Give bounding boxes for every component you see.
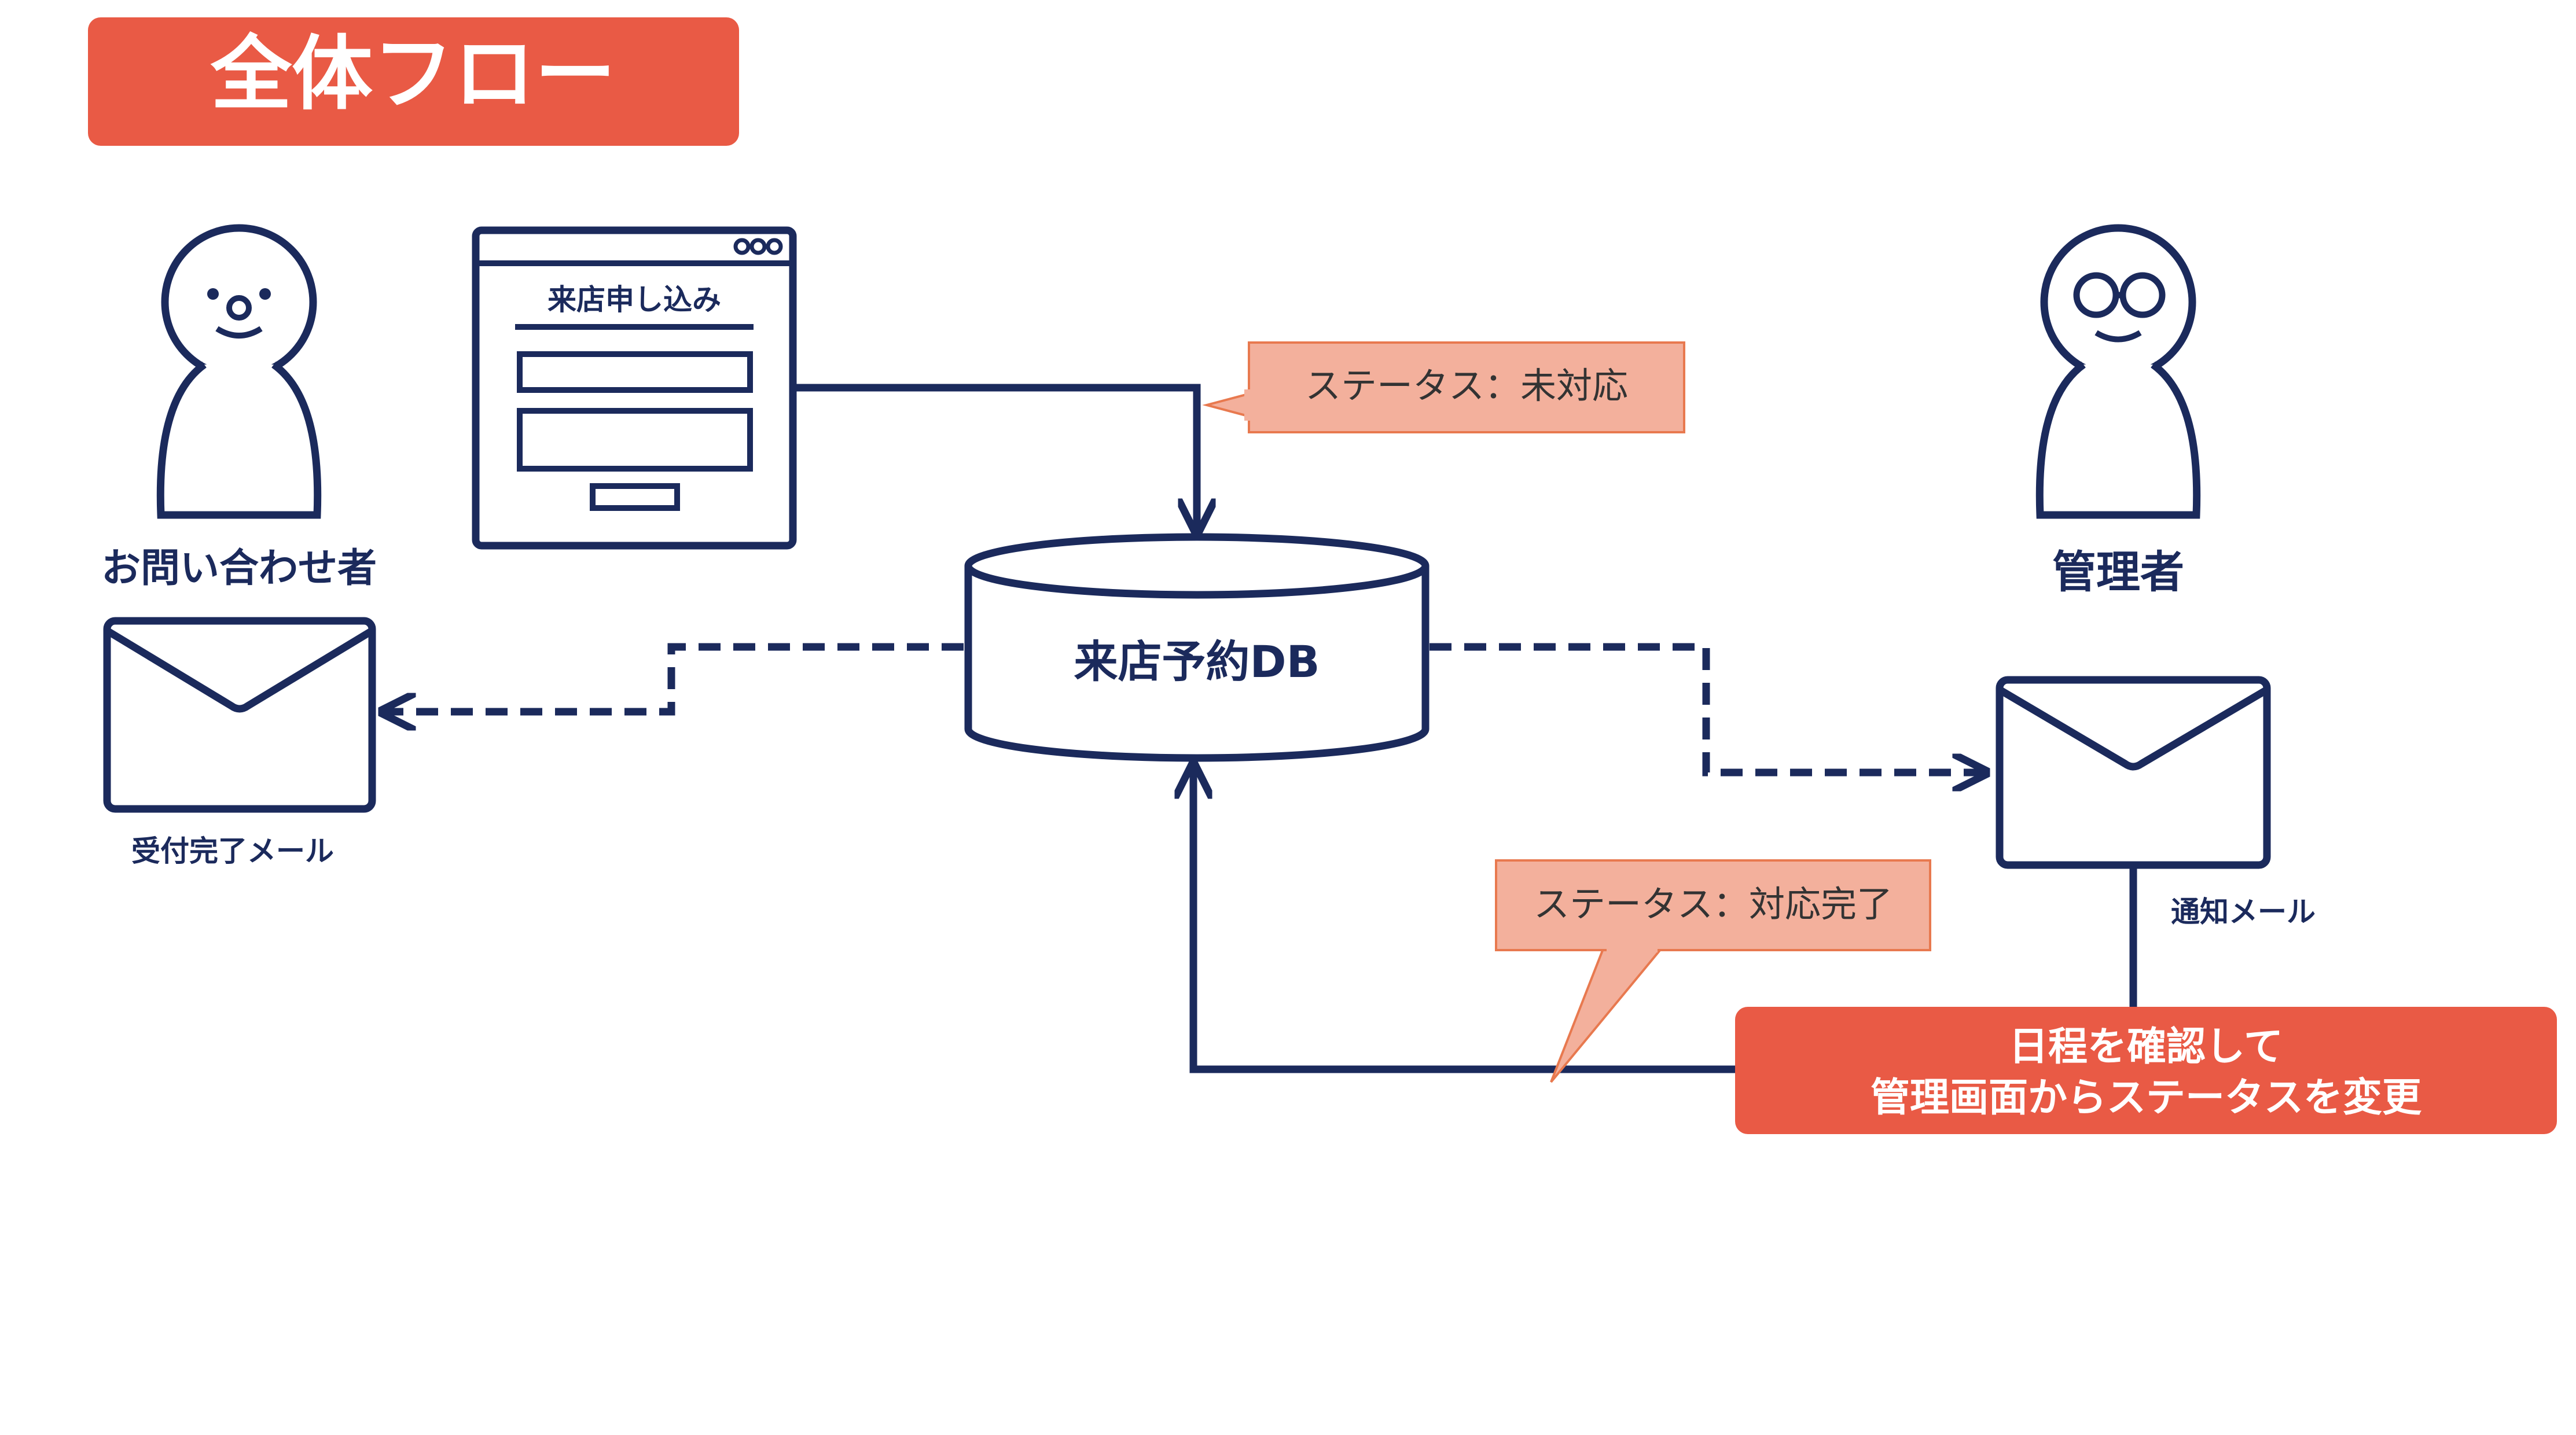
notice-mail-icon — [1996, 676, 2271, 869]
admin-label: 管理者 — [2052, 546, 2184, 598]
title-banner-bg — [88, 17, 739, 146]
admin-person-icon — [2035, 224, 2201, 519]
status-complete-label: ステータス：対応完了 — [1534, 883, 1893, 925]
db-to-receipt-mail-arrow — [382, 643, 964, 712]
action-box-bg — [1735, 1007, 2557, 1134]
status-callout-complete: ステータス：対応完了 — [1495, 859, 1931, 1083]
title-banner: 全体フロー — [88, 17, 739, 146]
reservation-database-icon — [964, 533, 1430, 762]
status-pending-label: ステータス：未対応 — [1305, 365, 1628, 407]
database-label: 来店予約DB — [1074, 636, 1320, 687]
inquirer-label: お問い合わせ者 — [101, 546, 377, 591]
form-field-2 — [517, 408, 753, 472]
receipt-mail-label: 受付完了メール — [131, 834, 334, 868]
inquirer-person-icon — [156, 224, 322, 519]
window-controls-icon — [733, 238, 783, 255]
form-field-1 — [517, 351, 753, 393]
db-to-notice-mail-arrow — [1430, 643, 1986, 772]
action-line-1: 日程を確認して — [2009, 1024, 2283, 1070]
form-to-db-arrow — [793, 384, 1197, 532]
admin-action-box: 日程を確認して 管理画面からステータスを変更 — [1735, 1007, 2557, 1134]
form-title: 来店申し込み — [547, 283, 721, 317]
action-line-2: 管理画面からステータスを変更 — [1871, 1075, 2422, 1121]
page-title: 全体フロー — [210, 27, 616, 122]
form-submit-button — [590, 483, 680, 511]
glasses-icon — [2073, 272, 2166, 318]
notice-mail-label: 通知メール — [2171, 895, 2316, 929]
status-callout-pending: ステータス：未対応 — [1202, 341, 1685, 433]
application-form-window: 来店申し込み — [472, 226, 797, 550]
receipt-mail-icon — [103, 617, 376, 813]
action-to-db-arrow — [1193, 765, 1735, 1073]
